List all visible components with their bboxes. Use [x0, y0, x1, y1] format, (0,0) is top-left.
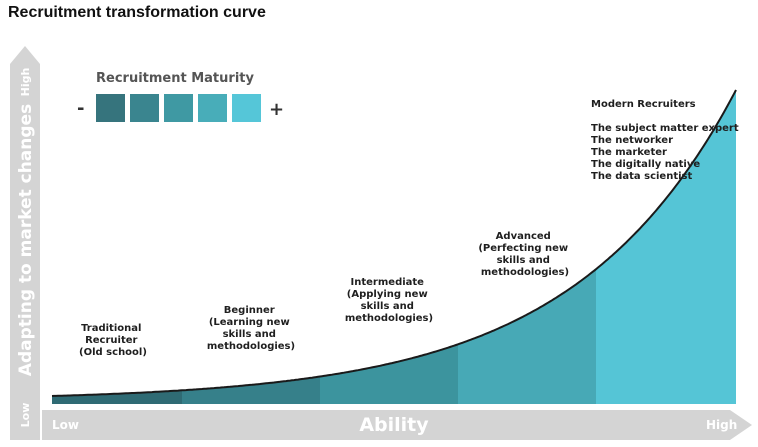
stage-label-advanced: Advanced (Perfecting new skills and meth…	[478, 231, 571, 278]
modern-role-item: The digitally native	[591, 159, 700, 170]
stage-region-traditional	[52, 390, 182, 404]
legend-swatch	[96, 94, 125, 122]
stage-region-modern	[596, 90, 736, 404]
x-axis-high-label: High	[706, 418, 737, 432]
y-axis-arrow	[10, 46, 40, 440]
legend-swatch	[164, 94, 193, 122]
stage-label-modern: Modern Recruiters	[591, 99, 696, 110]
legend-swatch	[198, 94, 227, 122]
legend-swatch	[232, 94, 261, 122]
legend-plus-sign: +	[269, 99, 284, 120]
legend-swatches	[96, 94, 261, 122]
transformation-curve-line	[51, 89, 737, 397]
stage-label-beginner: Beginner (Learning new skills and method…	[207, 305, 295, 352]
x-axis-arrow	[42, 410, 752, 440]
legend-title: Recruitment Maturity	[96, 71, 254, 86]
modern-role-item: The subject matter expert	[591, 123, 739, 134]
y-axis-low-label: Low	[19, 403, 32, 428]
modern-role-item: The marketer	[591, 147, 667, 158]
stage-label-traditional: Traditional Recruiter (Old school)	[79, 323, 147, 358]
y-axis-label: Adapting to market changes	[16, 104, 36, 376]
stage-label-intermediate: Intermediate (Applying new skills and me…	[345, 277, 433, 324]
modern-role-item: The data scientist	[591, 171, 692, 182]
stage-region-advanced	[458, 269, 596, 404]
stage-region-beginner	[182, 376, 320, 404]
modern-role-item: The networker	[591, 135, 673, 146]
y-axis-high-label: High	[19, 68, 32, 97]
page-title: Recruitment transformation curve	[8, 4, 266, 21]
modern-roles-list: The subject matter expert The networker …	[591, 123, 742, 182]
legend-minus-sign: -	[77, 98, 84, 119]
x-axis-low-label: Low	[52, 418, 79, 432]
stage-regions	[52, 90, 736, 404]
x-axis-label: Ability	[359, 414, 429, 436]
stage-region-intermediate	[320, 344, 458, 404]
legend-swatch	[130, 94, 159, 122]
